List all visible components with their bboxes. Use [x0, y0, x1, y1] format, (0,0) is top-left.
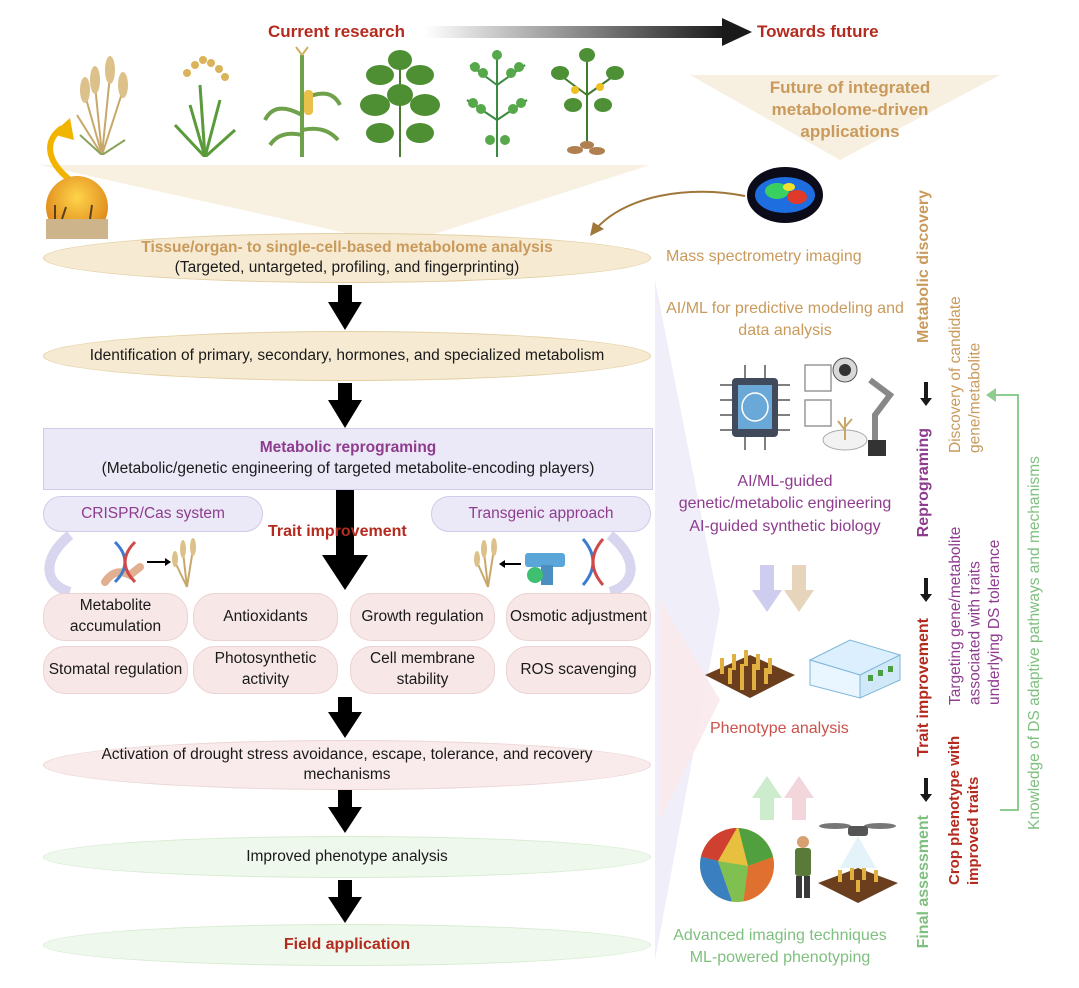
imaging-text: Advanced imaging techniques ML-powered p… [655, 925, 905, 968]
trait-antioxidants: Antioxidants [193, 593, 338, 641]
crispr-label: CRISPR/Cas system [81, 505, 225, 522]
stage-metabolic-discovery: Metabolic discovery [915, 190, 932, 343]
trait-osmotic-adjustment: Osmotic adjustment [506, 593, 651, 641]
phenotype-analysis-label: Phenotype analysis [710, 720, 849, 737]
towards-future-label: Towards future [757, 22, 879, 41]
rice-icon [173, 56, 237, 157]
knowledge-arrow [992, 394, 1019, 811]
reprogramming-box: Metabolic reprograming (Metabolic/geneti… [43, 428, 653, 490]
ai-guided-text: AI/ML-guided genetic/metabolic engineeri… [645, 471, 925, 538]
trait-growth-regulation: Growth regulation [350, 593, 495, 641]
header-arrow-head [722, 18, 752, 46]
tissue-subtitle: (Targeted, untargeted, profiling, and fi… [174, 259, 520, 276]
purple-soft-arrow [752, 565, 782, 612]
lab-robot-icon [804, 357, 895, 456]
future-apps-title: Future of integrated metabolome-driven a… [769, 78, 931, 142]
aiml-label: AI/ML for predictive modeling and data a… [666, 300, 904, 340]
future-wedge [690, 75, 1000, 160]
transgenic-pill: Transgenic approach [431, 496, 651, 532]
field-application-box: Field application [43, 924, 651, 966]
ai-guided-line1: AI/ML-guided [737, 473, 833, 490]
identification-text: Identification of primary, secondary, ho… [89, 346, 605, 364]
crop-field-icon [705, 650, 795, 698]
reprogramming-subtitle: (Metabolic/genetic engineering of target… [101, 460, 595, 477]
chickpea-icon [466, 50, 528, 157]
trait-stomatal-regulation: Stomatal regulation [43, 646, 188, 694]
trait-photosynthetic-activity: Photosynthetic activity [193, 646, 338, 694]
transgenic-label: Transgenic approach [468, 505, 614, 522]
crispr-curve [44, 531, 74, 597]
drone-icon [818, 823, 898, 903]
trait-ros-scavenging: ROS scavenging [506, 646, 651, 694]
tan-soft-arrow [784, 565, 814, 612]
desc-targeting: Targeting gene/metabolite associated wit… [947, 526, 1003, 705]
imaging-line2: ML-powered phenotyping [689, 948, 871, 966]
crispr-pill: CRISPR/Cas system [43, 496, 263, 532]
peanut-icon [551, 48, 624, 155]
trait-metabolite-accumulation: Metabolite accumulation [43, 593, 188, 641]
farmer-icon [795, 836, 811, 898]
desc-crop-phenotype: Crop phenotype with improved traits [946, 735, 982, 885]
ai-guided-line3: AI-guided synthetic biology [689, 517, 881, 535]
improved-phenotype-box: Improved phenotype analysis [43, 836, 651, 878]
current-research-label: Current research [268, 22, 406, 41]
gene-gun-icon [474, 538, 605, 588]
greenhouse-icon [808, 639, 902, 699]
maize-icon [263, 46, 342, 157]
satellite-map-icon [700, 828, 774, 902]
tissue-title: Tissue/organ- to single-cell-based metab… [141, 238, 553, 256]
desc-discovery: Discovery of candidate gene/metabolite [947, 296, 984, 453]
stage-reprograming: Reprograming [915, 428, 932, 538]
trait-cell-membrane-stability: Cell membrane stability [350, 646, 495, 694]
imaging-line1: Advanced imaging techniques [673, 927, 887, 944]
activation-text: Activation of drought stress avoidance, … [101, 745, 593, 783]
knowledge-label: Knowledge of DS adaptive pathways and me… [1026, 456, 1043, 830]
activation-box: Activation of drought stress avoidance, … [43, 740, 651, 790]
stage-final-assessment: Final assessment [915, 815, 932, 949]
msi-brain-icon [747, 167, 823, 223]
stage-trait-improvement: Trait improvement [915, 618, 932, 757]
drought-sun-icon [46, 176, 108, 239]
transgenic-curve [606, 531, 636, 597]
pink-soft-arrow [784, 776, 814, 820]
identification-box: Identification of primary, secondary, ho… [43, 331, 651, 381]
header-arrow-shaft [425, 26, 725, 38]
tissue-analysis-box: Tissue/organ- to single-cell-based metab… [43, 233, 651, 283]
dna-hand-icon [101, 538, 196, 588]
wheat-icon [76, 56, 128, 155]
soybean-icon [360, 50, 440, 157]
green-soft-arrow [752, 776, 782, 820]
trait-improvement-label: Trait improvement [268, 523, 407, 540]
tan-wedge [40, 165, 650, 245]
field-application-text: Field application [283, 936, 411, 953]
side-arrows [920, 382, 932, 802]
pink-wedge [660, 600, 720, 820]
reprogramming-title: Metabolic reprograming [259, 439, 437, 457]
flow-arrows [322, 285, 368, 923]
ai-chip-icon [720, 365, 790, 450]
ai-guided-line2: genetic/metabolic engineering [678, 495, 892, 513]
improved-phenotype-text: Improved phenotype analysis [246, 848, 448, 865]
msi-curve-arrow [594, 190, 746, 231]
msi-label: Mass spectrometry imaging [666, 248, 862, 265]
